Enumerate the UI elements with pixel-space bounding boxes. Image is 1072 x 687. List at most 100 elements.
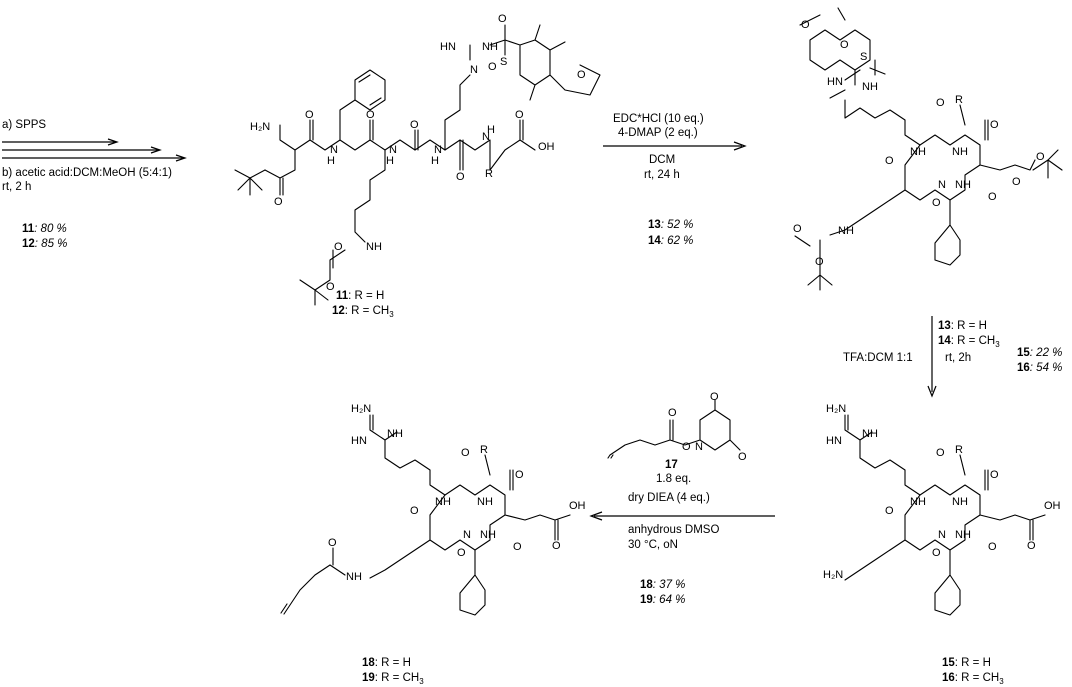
step2-yield-14: 14: 62 % xyxy=(648,235,693,247)
cf-atom-nh-3: NH xyxy=(955,529,971,541)
step3-yield-16: 16: 54 % xyxy=(1017,362,1062,374)
arg-sidechain xyxy=(414,74,471,151)
step2-conditions: EDC*HCl (10 eq.) 4-DMAP (2 eq.) DCM rt, … xyxy=(603,113,747,247)
ca-atom-oh: OH xyxy=(569,500,586,512)
backbone-3 xyxy=(384,129,419,151)
step4-solvent: anhydrous DMSO xyxy=(628,524,719,536)
phenyl-ring-2 xyxy=(934,199,961,266)
boc-group xyxy=(299,249,346,306)
step1-reagent-a: a) SPPS xyxy=(2,119,46,131)
step3-conditions: TFA:DCM 1:1 rt, 2h 15: 22 % 16: 54 % xyxy=(843,316,1062,398)
step1-condition: rt, 2 h xyxy=(2,181,31,193)
step2-reagent-2: 4-DMAP (2 eq.) xyxy=(618,127,698,139)
arg-sidechain-4 xyxy=(369,414,431,471)
atom-r-1: R xyxy=(485,168,493,180)
s4-atom-o-1: O xyxy=(668,407,677,419)
atom-h-1: H xyxy=(327,155,335,167)
atom-nh-1: N xyxy=(330,144,338,156)
atom-o-2: O xyxy=(305,109,314,121)
ca-atom-r: R xyxy=(480,444,488,456)
step4-yield-18: 18: 37 % xyxy=(640,579,685,591)
cf-atom-nh-1: NH xyxy=(910,496,926,508)
atom-nh-2: N xyxy=(389,144,397,156)
cp-atom-hn-2: N xyxy=(952,146,960,158)
ca-atom-nh-1: NH xyxy=(435,496,451,508)
step4-base: dry DIEA (4 eq.) xyxy=(628,492,710,504)
cp-atom-nh-1: NH xyxy=(910,146,926,158)
arg-sidechain-3 xyxy=(844,414,906,471)
cyclic-protected-label-14: 14: R = CH3 xyxy=(938,335,1000,349)
cp-atom-h-2: H xyxy=(960,146,968,158)
atom-hn-arg: N xyxy=(470,64,478,76)
arg-sidechain-2 xyxy=(829,59,906,121)
cp-atom-n-3: N xyxy=(938,179,946,191)
atom-o-s-2: O xyxy=(488,61,497,73)
ca-atom-o-1: O xyxy=(461,447,470,459)
cp-atom-o-5: O xyxy=(988,191,997,203)
cp-atom-r: R xyxy=(955,94,963,106)
cp-atom-o-4: O xyxy=(932,197,941,209)
cyclic-alkyne-label-19: 19: R = CH3 xyxy=(362,672,424,686)
cp-atom-o-2: O xyxy=(990,119,999,131)
cf-atom-nh: NH xyxy=(862,428,878,440)
cf-atom-h2n: H₂N xyxy=(826,403,846,415)
cyclic-ring-3 xyxy=(429,469,506,551)
ca-atom-o-3: O xyxy=(410,505,419,517)
step2-solvent: DCM xyxy=(649,154,675,166)
atom-o-boc-1: O xyxy=(334,241,343,253)
step1-reagent-b: b) acetic acid:DCM:MeOH (5:4:1) xyxy=(2,167,172,179)
linear-peptide-structure: H₂N N H N H N H N H OH R O O O O O O NH … xyxy=(234,13,601,319)
nhs-ester-17 xyxy=(607,399,741,459)
step2-arrow-head xyxy=(733,141,747,151)
cf-atom-o-1: O xyxy=(936,447,945,459)
s4-atom-o-3: O xyxy=(710,391,719,403)
n-terminus-bond xyxy=(279,124,296,151)
atom-oh-1: OH xyxy=(538,141,555,153)
step4-compound-17: 17 xyxy=(665,459,678,471)
linear-label-12: 12: R = CH3 xyxy=(332,305,394,319)
step1-conditions: a) SPPS b) acetic acid:DCM:MeOH (5:4:1) … xyxy=(2,119,187,250)
cyclic-free-label-15: 15: R = H xyxy=(942,657,991,669)
ca-atom-n-3: N xyxy=(463,529,471,541)
step1-arrow-1-head xyxy=(107,138,119,146)
step3-arrow-head xyxy=(927,385,937,398)
cf-atom-o-6: O xyxy=(1027,540,1036,552)
ca-atom-nh-3: NH xyxy=(480,529,496,541)
cf-atom-o-2: O xyxy=(990,469,999,481)
cyclic-free-structure: H₂N HN NH R O O O O O O OH NH N H N NH H… xyxy=(823,403,1061,686)
cf-atom-h-2: H xyxy=(960,496,968,508)
cyclic-protected-structure: HN NH S O O R O O O O O O O NH N H N NH … xyxy=(793,7,1063,349)
step2-condition: rt, 24 h xyxy=(644,169,680,181)
atom-o-6: O xyxy=(515,109,524,121)
phenyl-ring-3 xyxy=(934,549,961,616)
tbu-group-1 xyxy=(234,169,266,196)
phenyl-ring-1 xyxy=(354,69,386,111)
cf-atom-oh: OH xyxy=(1044,500,1061,512)
linear-label-11: 11: R = H xyxy=(336,290,384,302)
backbone-4 xyxy=(444,119,536,171)
cf-atom-o-4: O xyxy=(932,547,941,559)
cp-atom-hn: HN xyxy=(827,76,843,88)
step3-condition: rt, 2h xyxy=(945,352,971,364)
cf-atom-o-5: O xyxy=(988,541,997,553)
atom-o-3: O xyxy=(366,109,375,121)
ca-atom-n-2: N xyxy=(477,496,485,508)
cf-atom-r: R xyxy=(955,444,963,456)
lys-alkyne-chain xyxy=(280,539,431,615)
cp-atom-o-3: O xyxy=(885,155,894,167)
step4-yield-19: 19: 64 % xyxy=(640,594,685,606)
cf-atom-hn: HN xyxy=(826,435,842,447)
atom-h-4: H xyxy=(487,124,495,136)
cp-atom-o-s: O xyxy=(840,39,849,51)
step4-condition: 30 °C, oN xyxy=(628,539,678,551)
s4-atom-o-4: O xyxy=(738,451,747,463)
pbf-group xyxy=(469,24,601,101)
step2-yield-13: 13: 52 % xyxy=(648,219,693,231)
cyclic-protected-label-13: 13: R = H xyxy=(938,320,987,332)
cp-atom-o-1: O xyxy=(936,97,945,109)
cf-atom-h2n-lys: H₂N xyxy=(823,569,843,581)
cp-atom-o-furan: O xyxy=(801,19,810,31)
s4-atom-n: N xyxy=(695,441,703,453)
ca-atom-h-2: H xyxy=(485,496,493,508)
